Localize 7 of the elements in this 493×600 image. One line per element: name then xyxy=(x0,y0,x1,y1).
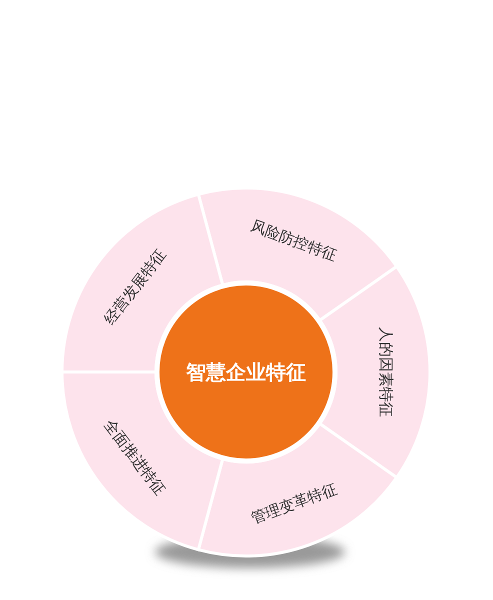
segment-label: 风险防控特征 xyxy=(248,216,340,264)
center-circle xyxy=(154,280,338,464)
segment-label: 全面推进特征 xyxy=(100,416,170,498)
segment-label: 管理变革特征 xyxy=(248,480,340,528)
center-label: 智慧企业特征 xyxy=(186,360,306,384)
segment-label: 经营发展特征 xyxy=(100,246,170,328)
segment-label: 人的因素特征 xyxy=(377,327,395,417)
